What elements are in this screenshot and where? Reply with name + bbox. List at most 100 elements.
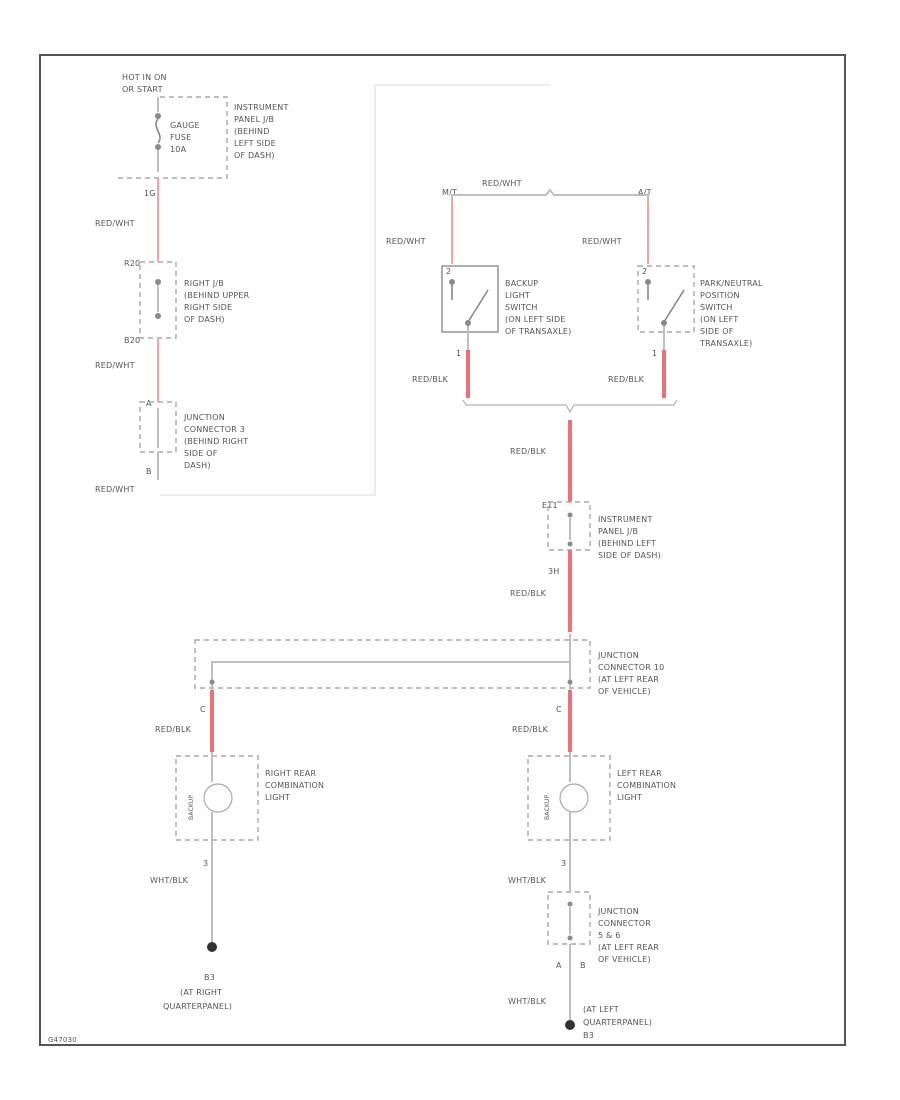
right-ground-icon [207, 942, 217, 952]
left-rear-bulb-label: BACKUP [544, 795, 551, 820]
center-wire-label-2: RED/BLK [510, 589, 547, 598]
fuse-label-line-2: FUSE [170, 133, 191, 142]
backup-label-1: BACKUP [505, 279, 538, 288]
park-label-6: TRANSAXLE) [699, 339, 752, 348]
diagram-frame [39, 54, 846, 1046]
jc10-label-1: JUNCTION [597, 651, 639, 660]
rj-label-3: RIGHT SIDE [184, 303, 232, 312]
fuse-symbol [155, 118, 161, 144]
fuse-box-label-2: PANEL J/B [234, 115, 274, 124]
right-ground-wire-label: WHT/BLK [150, 876, 189, 885]
park-switch-blade [663, 289, 685, 323]
right-rear-label-3: LIGHT [265, 793, 290, 802]
fuse-box-outline [118, 96, 228, 179]
park-terminal-bottom [661, 320, 667, 326]
left-rear-label-1: LEFT REAR [617, 769, 662, 778]
left-rear-label-2: COMBINATION [617, 781, 676, 790]
backup-label-5: OF TRANSAXLE) [505, 327, 571, 336]
pin-a: A [146, 399, 152, 408]
left-ground-wire-label: WHT/BLK [508, 997, 547, 1006]
jc10-outline [194, 639, 591, 689]
backup-out-wire-label: RED/BLK [412, 375, 449, 384]
backup-terminal-top [449, 279, 455, 285]
center-wire-label-1: RED/BLK [510, 447, 547, 456]
left-wire-label: RED/WHT [386, 237, 426, 246]
park-label-1: PARK/NEUTRAL [700, 279, 763, 288]
jc10-label-4: OF VEHICLE) [598, 687, 651, 696]
label-at: A/T [638, 188, 652, 197]
backup-pin-top: 2 [446, 267, 451, 276]
right-rear-bulb-icon [203, 783, 233, 813]
wire-label-red-wht-3: RED/WHT [95, 485, 135, 494]
ip-label-3: (BEHIND LEFT [598, 539, 656, 548]
right-rear-light-outline [175, 755, 259, 841]
right-ground-label-1: (AT RIGHT [180, 988, 222, 997]
rj-terminal-top [155, 279, 161, 285]
left-rear-label-3: LIGHT [617, 793, 642, 802]
jc56-terminal-top [567, 901, 573, 907]
top-bus-wire [451, 188, 649, 200]
left-rear-bulb-icon [559, 783, 589, 813]
label-mt: M/T [442, 188, 457, 197]
backup-switch-blade [467, 289, 489, 323]
jc56-label-1: JUNCTION [597, 907, 639, 916]
park-pin-top: 2 [642, 267, 647, 276]
fuse-label-line-1: GAUGE [170, 121, 200, 130]
right-jb-outline [139, 261, 177, 339]
park-terminal-top [645, 279, 651, 285]
footer-code: G47030 [48, 1036, 77, 1044]
jc56-label-4: (AT LEFT REAR [598, 943, 659, 952]
rj-terminal-bottom [155, 313, 161, 319]
center-pin-3h: 3H [548, 567, 560, 576]
fuse-box-label-4: LEFT SIDE [234, 139, 276, 148]
park-switch-box [637, 265, 695, 333]
fuse-label-line-3: 10A [170, 145, 187, 154]
wire-label-red-wht-1: RED/WHT [95, 219, 135, 228]
fuse-box-label-1: INSTRUMENT [234, 103, 289, 112]
left-ground-icon [565, 1020, 575, 1030]
park-label-4: (ON LEFT [700, 315, 738, 324]
hot-label-2: OR START [122, 85, 163, 94]
left-rear-light-outline [527, 755, 611, 841]
center-pin-e11: E11 [542, 501, 558, 510]
wire-label-right-branch: RED/BLK [512, 725, 549, 734]
jc56-terminal-bottom [567, 935, 573, 941]
sub-panel-outline [160, 84, 550, 496]
fuse-box-label-3: (BEHIND [234, 127, 270, 136]
hot-label-1: HOT IN ON [122, 73, 167, 82]
jc56-label-3: 5 & 6 [598, 931, 621, 940]
right-rear-label-1: RIGHT REAR [265, 769, 316, 778]
ip-terminal-bottom [567, 541, 573, 547]
pin-1g: 1G [144, 189, 156, 198]
rj-label-1: RIGHT J/B [184, 279, 224, 288]
left-rear-wire-label: WHT/BLK [508, 876, 547, 885]
right-ground-label-2: QUARTERPANEL) [163, 1002, 232, 1011]
jc3-label-4: SIDE OF [184, 449, 218, 458]
left-pin-3: 3 [561, 859, 566, 868]
backup-switch-box [441, 265, 499, 333]
jc3-label-5: DASH) [184, 461, 211, 470]
pin-c-right: C [556, 705, 562, 714]
ip-label-2: PANEL J/B [598, 527, 638, 536]
backup-terminal-bottom [465, 320, 471, 326]
jc10-label-3: (AT LEFT REAR [598, 675, 659, 684]
ip-label-4: SIDE OF DASH) [598, 551, 661, 560]
wire-label-left-branch: RED/BLK [155, 725, 192, 734]
jc3-label-2: CONNECTOR 3 [184, 425, 245, 434]
jc56-label-2: CONNECTOR [598, 919, 651, 928]
pin-b-jc3: B [146, 467, 152, 476]
right-rear-bulb-label: BACKUP [188, 795, 195, 820]
ip-terminal-top [567, 512, 573, 518]
backup-label-3: SWITCH [505, 303, 538, 312]
jc56-label-5: OF VEHICLE) [598, 955, 651, 964]
right-ground-id: B3 [204, 973, 215, 982]
left-ground-id: B3 [583, 1031, 594, 1040]
merge-bracket [462, 399, 678, 414]
park-label-5: SIDE OF [700, 327, 734, 336]
jc3-label-3: (BEHIND RIGHT [184, 437, 248, 446]
jc10-bus [211, 634, 571, 690]
left-ground-label-1: (AT LEFT [583, 1005, 619, 1014]
backup-label-4: (ON LEFT SIDE [505, 315, 566, 324]
fuse-terminal-bottom [155, 144, 161, 150]
jc10-terminal-right [567, 679, 573, 685]
